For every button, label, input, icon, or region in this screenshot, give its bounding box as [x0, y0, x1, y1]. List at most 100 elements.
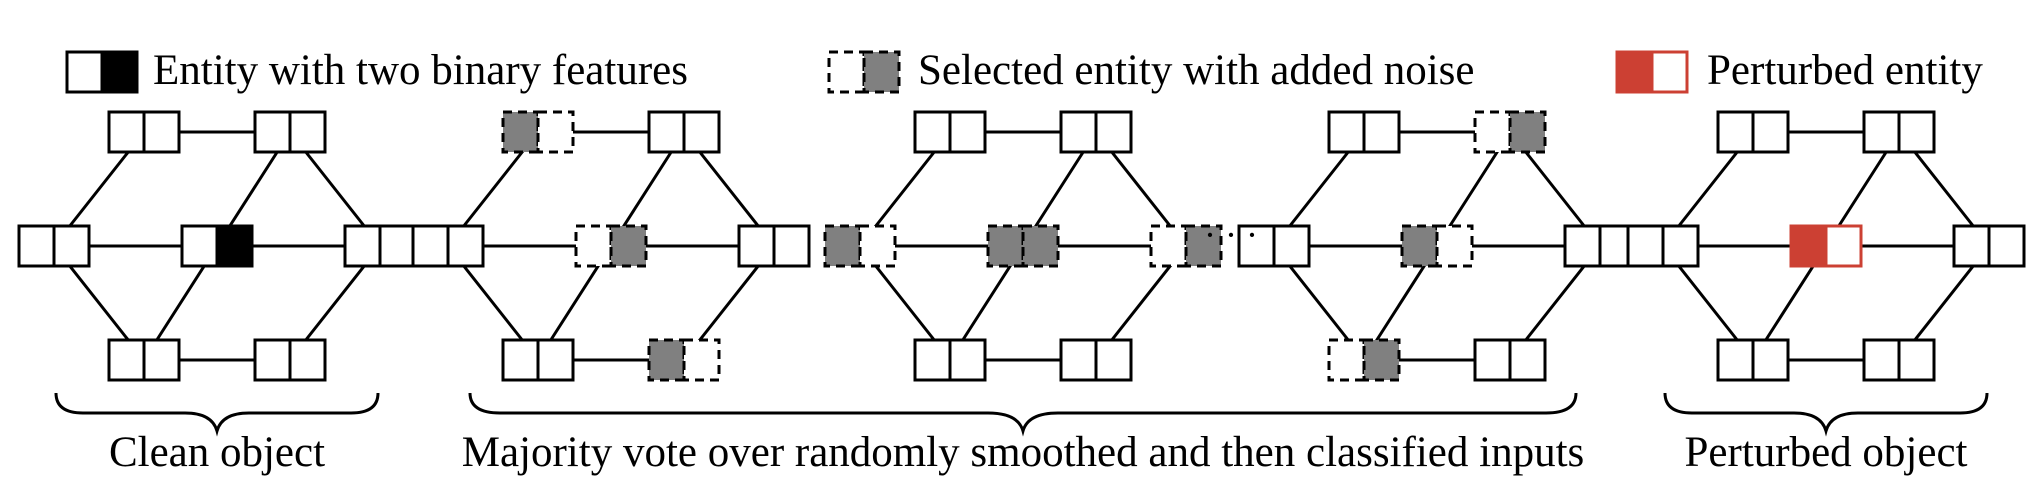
entity-node-right — [1563, 224, 1637, 268]
feature-cell — [17, 224, 56, 268]
graph-smoothed-sample-2 — [823, 110, 1223, 382]
entity-node-center — [1400, 224, 1474, 268]
feature-cell — [1862, 338, 1901, 382]
feature-cell — [107, 110, 146, 154]
feature-cell — [1327, 338, 1366, 382]
feature-cell — [1327, 110, 1366, 154]
graph-clean-object — [17, 110, 417, 382]
entity-node-bottom-left — [1716, 338, 1790, 382]
feature-cell — [411, 224, 450, 268]
entity-node-left — [411, 224, 485, 268]
brace-vote — [468, 392, 1578, 437]
feature-cell — [1716, 338, 1755, 382]
feature-cell — [52, 224, 91, 268]
feature-cell — [1362, 338, 1401, 382]
entity-node-bottom-left — [501, 338, 575, 382]
feature-cell — [913, 338, 952, 382]
feature-cell — [647, 338, 686, 382]
feature-cell — [446, 224, 485, 268]
feature-cell — [142, 338, 181, 382]
entity-node-top-left — [501, 110, 575, 154]
feature-cell — [1789, 224, 1828, 268]
entity-node-left — [1237, 224, 1311, 268]
entity-node-top-left — [913, 110, 987, 154]
entity-node-top-left — [107, 110, 181, 154]
feature-cell — [1952, 224, 1991, 268]
feature-cell — [1237, 224, 1276, 268]
entity-node-right — [737, 224, 811, 268]
entity-node-top-right — [1059, 110, 1133, 154]
graph-perturbed-object — [1626, 110, 2026, 382]
ellipsis: · · · — [1204, 215, 1258, 255]
entity-node-top-right — [647, 110, 721, 154]
feature-cell — [1897, 110, 1936, 154]
feature-cell — [948, 110, 987, 154]
brace-clean — [54, 392, 380, 437]
feature-cell — [1184, 224, 1223, 268]
feature-cell — [913, 110, 952, 154]
legend-perturbed-label: Perturbed entity — [1707, 47, 1983, 94]
feature-cell — [378, 224, 417, 268]
feature-cell — [1435, 224, 1474, 268]
feature-cell — [1272, 224, 1311, 268]
entity-node-bottom-right — [1473, 338, 1547, 382]
brace-perturbed — [1663, 392, 1989, 437]
entity-node-right — [343, 224, 417, 268]
feature-cell — [1661, 224, 1700, 268]
feature-cell — [682, 110, 721, 154]
feature-cell — [107, 338, 146, 382]
legend-entity-key — [65, 50, 139, 94]
legend-entity-label: Entity with two binary features — [153, 47, 688, 94]
feature-cell — [1059, 110, 1098, 154]
feature-cell — [1508, 338, 1547, 382]
legend-noise-key — [827, 50, 901, 94]
caption-clean-object: Clean object — [109, 429, 325, 476]
entity-node-bottom-left — [913, 338, 987, 382]
feature-cell — [1021, 224, 1060, 268]
entity-node-top-left — [1716, 110, 1790, 154]
feature-cell — [609, 224, 648, 268]
caption-perturbed-object: Perturbed object — [1685, 429, 1968, 476]
feature-cell — [948, 338, 987, 382]
feature-cell — [501, 110, 540, 154]
feature-cell — [343, 224, 382, 268]
entity-node-left — [17, 224, 91, 268]
entity-node-left — [1626, 224, 1700, 268]
entity-node-right — [1952, 224, 2026, 268]
graph-smoothed-sample-1 — [411, 110, 811, 382]
feature-cell — [1508, 110, 1547, 154]
feature-cell — [288, 338, 327, 382]
feature-cell — [1094, 338, 1133, 382]
entity-node-bottom-right — [1059, 338, 1133, 382]
entity-node-right — [1149, 224, 1223, 268]
feature-cell — [288, 110, 327, 154]
entity-node-top-right — [253, 110, 327, 154]
feature-cell — [253, 110, 292, 154]
entity-node-top-right — [1862, 110, 1936, 154]
feature-cell — [253, 338, 292, 382]
entity-node-left — [823, 224, 897, 268]
legend-noise-label: Selected entity with added noise — [918, 47, 1474, 94]
feature-cell — [1400, 224, 1439, 268]
feature-cell — [1862, 110, 1901, 154]
feature-cell — [501, 338, 540, 382]
feature-cell — [574, 224, 613, 268]
legend: Entity with two binary features Selected… — [65, 47, 1983, 94]
entity-node-bottom-right — [253, 338, 327, 382]
entity-node-center — [180, 224, 254, 268]
feature-cell — [1563, 224, 1602, 268]
entity-node-bottom-left — [1327, 338, 1401, 382]
feature-cell — [647, 110, 686, 154]
feature-cell — [536, 338, 575, 382]
feature-cell — [1473, 110, 1512, 154]
feature-cell — [1751, 338, 1790, 382]
feature-cell — [1716, 110, 1755, 154]
feature-cell — [1473, 338, 1512, 382]
graph-smoothed-sample-n — [1237, 110, 1637, 382]
caption-majority-vote: Majority vote over randomly smoothed and… — [462, 429, 1585, 476]
feature-cell — [1094, 110, 1133, 154]
feature-cell — [180, 224, 219, 268]
feature-cell — [1987, 224, 2026, 268]
entity-node-top-right — [1473, 110, 1547, 154]
